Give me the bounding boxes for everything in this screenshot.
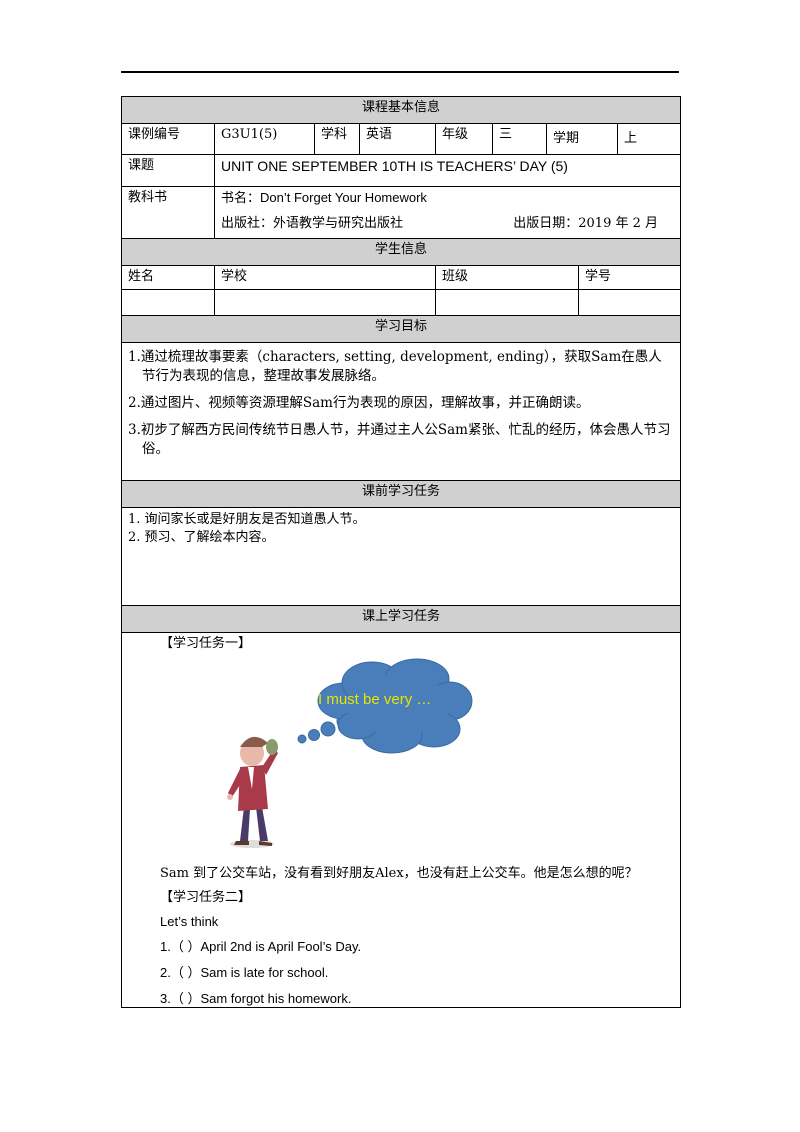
pre-task-item: 1. 询问家长或是好朋友是否知道愚人节。 (128, 512, 366, 527)
number-label: 学号 (577, 265, 682, 290)
name-field[interactable] (121, 289, 215, 316)
think-item: 2.（ ）Sam is late for school. (160, 965, 329, 980)
boy-thinking-illustration (227, 658, 473, 848)
term-label: 学期 (547, 124, 618, 154)
pre-task-item: 2. 预习、了解绘本内容。 (128, 530, 275, 545)
objective-item: 2.通过图片、视频等资源理解Sam行为表现的原因，理解故事，并正确朗读。 (128, 395, 590, 411)
think-item: 3.（ ）Sam forgot his homework. (160, 991, 352, 1006)
pre-tasks-list: 1. 询问家长或是好朋友是否知道愚人节。 2. 预习、了解绘本内容。 (120, 507, 682, 606)
thought-cloud (297, 658, 473, 754)
course-id-value: G3U1(5) (214, 123, 315, 155)
task1-title: 【学习任务一】 (160, 636, 252, 651)
school-label: 学校 (214, 265, 436, 290)
school-field[interactable] (214, 289, 436, 316)
class-field[interactable] (435, 289, 579, 316)
lesson-table: 课程基本信息 课例编号 G3U1(5) 学科 英语 年级 三 学期 上 课题 U… (120, 96, 682, 1008)
boy-figure (227, 736, 278, 848)
lets-think-label: Let’s think (160, 914, 219, 929)
term-cell: 学期 上 (545, 123, 682, 155)
grade-value: 三 (492, 123, 547, 155)
section-student-info: 学生信息 (120, 238, 682, 266)
class-label: 班级 (435, 265, 579, 290)
book-name-label: 书名： (221, 191, 261, 206)
textbook-label: 教科书 (121, 186, 215, 239)
topic-value: UNIT ONE SEPTEMBER 10TH IS TEACHERS’ DAY… (213, 154, 682, 187)
class-tasks-area: 【学习任务一】 (120, 632, 682, 1008)
objective-item: 3.初步了解西方民间传统节日愚人节，并通过主人公Sam紧张、忙乱的经历，体会愚人… (128, 422, 671, 457)
task2-title: 【学习任务二】 (160, 890, 252, 905)
subject-label: 学科 (314, 123, 360, 155)
section-class-tasks: 课上学习任务 (120, 605, 682, 633)
course-id-label: 课例编号 (121, 123, 215, 155)
objectives-list: 1.通过梳理故事要素（characters, setting, developm… (120, 342, 682, 481)
topic-label: 课题 (121, 154, 215, 187)
pub-date: 出版日期：2019 年 2 月 (513, 216, 659, 231)
think-item: 1.（ ）April 2nd is April Fool’s Day. (160, 939, 362, 954)
objective-item: 1.通过梳理故事要素（characters, setting, developm… (128, 349, 662, 384)
grade-label: 年级 (435, 123, 493, 155)
thought-bubble-text: I must be very … (318, 691, 432, 708)
textbook-info: 书名：Don’t Forget Your Homework 出版社：外语教学与研… (213, 186, 682, 239)
book-name-value: Don’t Forget Your Homework (260, 190, 427, 205)
section-pre-tasks: 课前学习任务 (120, 480, 682, 508)
term-value: 上 (624, 131, 638, 146)
top-rule (121, 71, 679, 73)
task1-question: Sam 到了公交车站，没有看到好朋友Alex，也没有赶上公交车。他是怎么想的呢？ (160, 866, 638, 881)
number-field[interactable] (577, 289, 682, 316)
section-objectives: 学习目标 (120, 315, 682, 343)
subject-value: 英语 (359, 123, 436, 155)
section-course-info: 课程基本信息 (120, 96, 682, 124)
name-label: 姓名 (121, 265, 215, 290)
publisher: 出版社：外语教学与研究出版社 (221, 216, 404, 231)
